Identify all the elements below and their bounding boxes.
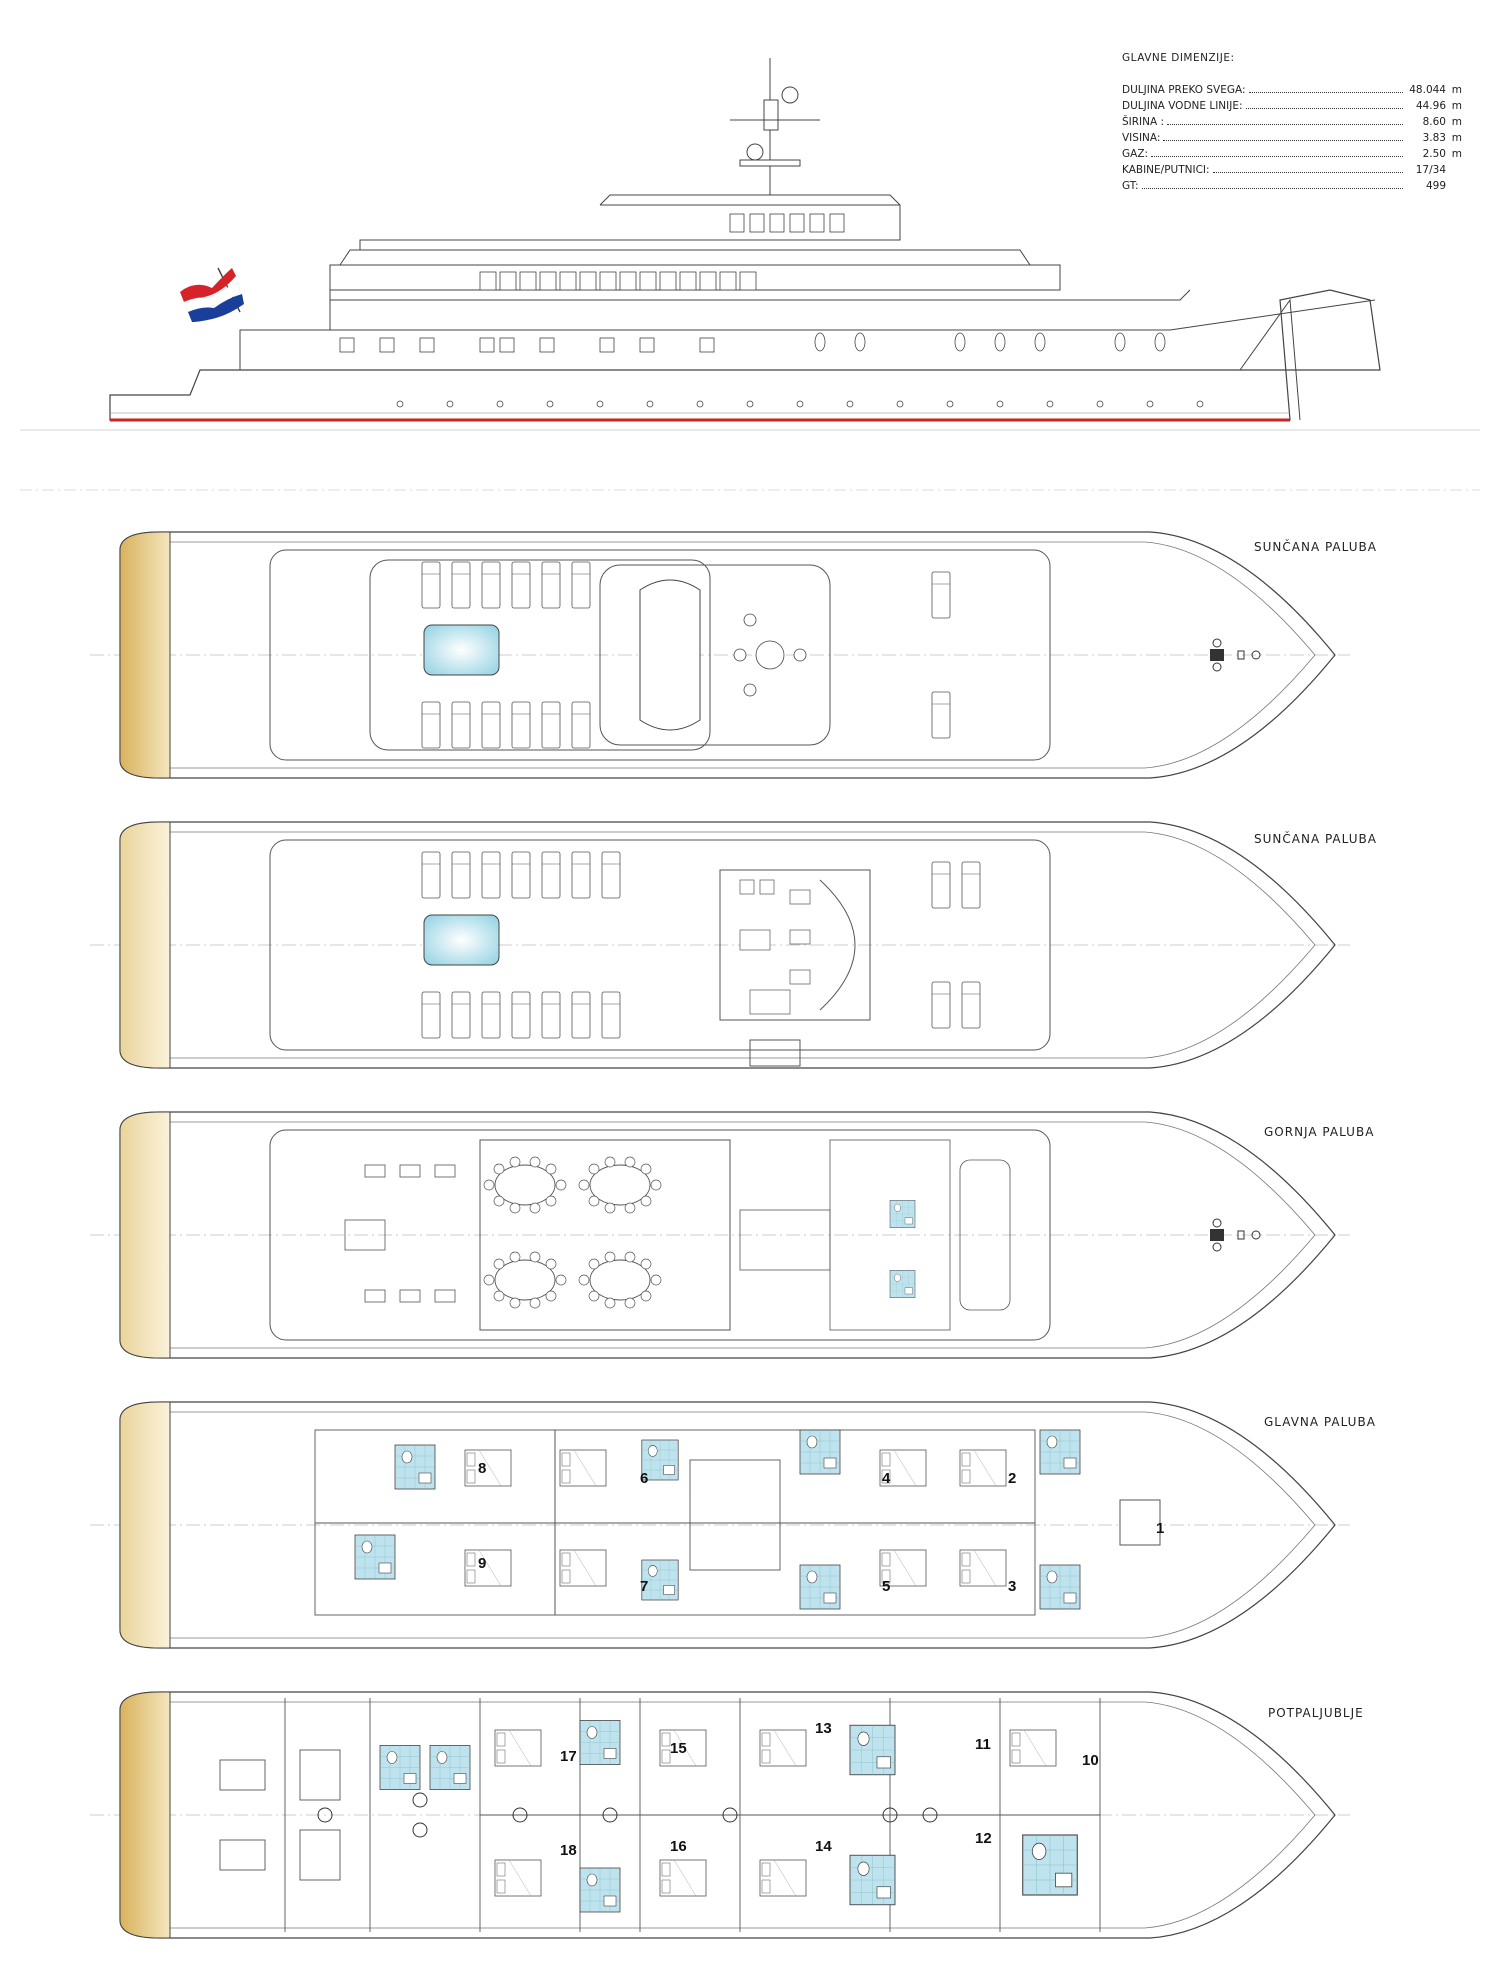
croatian-flag-icon (180, 267, 244, 322)
sun-deck-plan-1 (89, 531, 1351, 779)
dimension-value: 3.83 (1422, 132, 1446, 144)
leader-dots (1167, 124, 1403, 125)
cabin-number: 4 (882, 1470, 891, 1487)
deck-title-sun-deck-2: SUNČANA PALUBA (1254, 832, 1377, 846)
pool-icon (423, 914, 500, 966)
dimension-label: ŠIRINA : (1122, 116, 1165, 128)
cabin-number: 1 (1156, 1520, 1165, 1537)
dining-table-icon (578, 1251, 662, 1309)
dining-table-icon (483, 1156, 567, 1214)
dimension-label: KABINE/PUTNICI: (1122, 164, 1210, 176)
dimension-value: 8.60 (1422, 116, 1446, 128)
dimension-value: 499 (1425, 180, 1446, 192)
dimension-row: ŠIRINA : 8.60 m (1122, 116, 1462, 132)
cabin-number: 15 (670, 1740, 687, 1757)
cabin-number: 12 (975, 1830, 992, 1847)
cabin-number: 3 (1008, 1578, 1017, 1595)
leader-dots (1151, 156, 1403, 157)
cabin-number: 18 (560, 1842, 577, 1859)
dimension-row: GAZ: 2.50 m (1122, 148, 1462, 164)
leader-dots (1212, 172, 1403, 173)
dimension-value: 2.50 (1422, 148, 1446, 160)
dimension-row: VISINA: 3.83 m (1122, 132, 1462, 148)
cabin-number: 2 (1008, 1470, 1017, 1487)
cabin-number: 13 (815, 1720, 832, 1737)
dimension-unit: m (1451, 132, 1462, 144)
dimension-unit: m (1451, 84, 1462, 96)
main-dimensions-table: GLAVNE DIMENZIJE: DULJINA PREKO SVEGA: 48… (1122, 52, 1462, 196)
deck-title-lower-deck: POTPALJUBLJE (1268, 1706, 1364, 1720)
tender-boat-icon (639, 579, 701, 731)
cabin-number: 11 (975, 1736, 991, 1753)
leader-dots (1141, 188, 1403, 189)
dining-table-icon (578, 1156, 662, 1214)
dimension-label: GAZ: (1122, 148, 1149, 160)
cabin-number: 9 (478, 1555, 487, 1572)
deck-title-main-deck: GLAVNA PALUBA (1264, 1415, 1376, 1429)
dimension-row: KABINE/PUTNICI: 17/34 (1122, 164, 1462, 180)
leader-dots (1163, 140, 1403, 141)
cabin-number: 14 (815, 1838, 832, 1855)
dimension-unit: m (1451, 148, 1462, 160)
dimension-value: 44.96 (1415, 100, 1446, 112)
pool-icon (423, 624, 500, 676)
cabin-number: 7 (640, 1578, 649, 1595)
cabin-number: 16 (670, 1838, 687, 1855)
cabin-number: 8 (478, 1460, 487, 1477)
profile-view (20, 58, 1480, 431)
lower-deck-plan (89, 1691, 1351, 1939)
dimension-unit: m (1451, 116, 1462, 128)
cabin-number: 17 (560, 1748, 577, 1765)
cabin-number: 5 (882, 1578, 891, 1595)
cabin-number: 10 (1082, 1752, 1099, 1769)
dimension-row: DULJINA PREKO SVEGA: 48.044 m (1122, 84, 1462, 100)
dimension-unit: m (1451, 100, 1462, 112)
dimension-label: GT: (1122, 180, 1139, 192)
deck-title-sun-deck-1: SUNČANA PALUBA (1254, 540, 1377, 554)
deck-title-upper-deck: GORNJA PALUBA (1264, 1125, 1375, 1139)
cabin-number: 6 (640, 1470, 649, 1487)
dimension-label: DULJINA PREKO SVEGA: (1122, 84, 1246, 96)
dimension-value: 17/34 (1415, 164, 1446, 176)
sun-deck-plan-2 (89, 821, 1351, 1069)
dining-table-icon (483, 1251, 567, 1309)
dimension-value: 48.044 (1409, 84, 1446, 96)
dimension-row: GT: 499 (1122, 180, 1462, 196)
leader-dots (1248, 92, 1403, 93)
main-deck-plan (89, 1401, 1351, 1649)
leader-dots (1245, 108, 1403, 109)
dimension-label: VISINA: (1122, 132, 1161, 144)
dimension-label: DULJINA VODNE LINIJE: (1122, 100, 1243, 112)
dimension-row: DULJINA VODNE LINIJE: 44.96 m (1122, 100, 1462, 116)
main-dimensions-title: GLAVNE DIMENZIJE: (1122, 52, 1235, 64)
upper-deck-plan (89, 1111, 1351, 1359)
